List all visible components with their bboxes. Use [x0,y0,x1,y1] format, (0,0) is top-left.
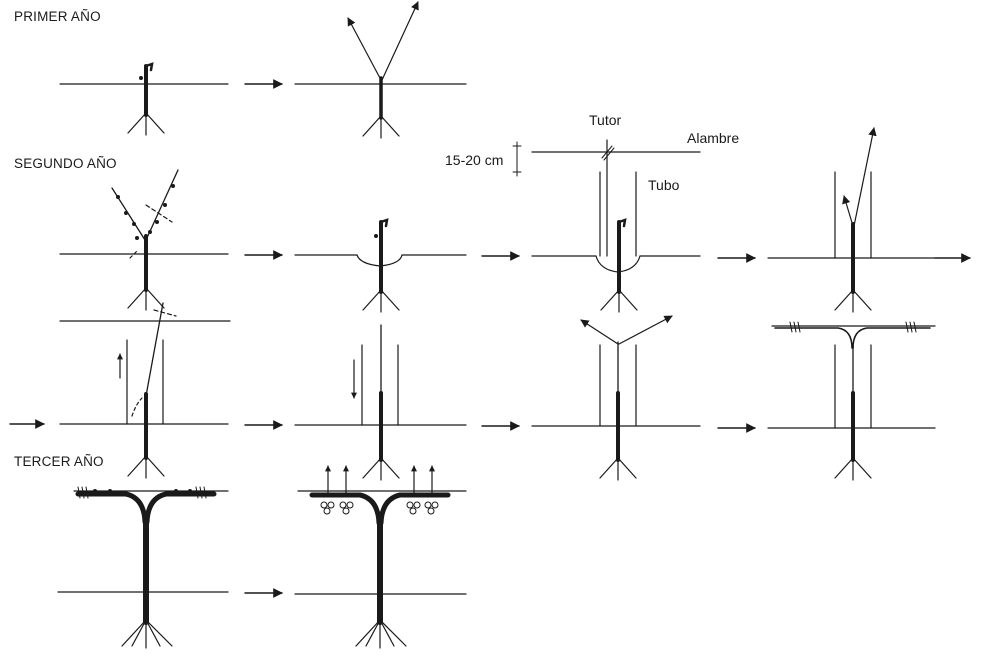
step-3-4 [767,321,936,481]
step-2-2 [294,218,467,313]
grape-cluster-icon [339,501,354,515]
step-3-2 [294,324,467,481]
annotation-distance: 15-20 cm [445,152,504,168]
step-2-4 [767,127,936,313]
grape-cluster-icon [406,501,421,515]
step-1-2 [294,1,467,139]
grape-cluster-icon [424,501,439,515]
section-label-third-year: TERCER AÑO [14,454,104,469]
step-4-2 [294,465,467,649]
annotation-stake: Tutor [589,112,622,128]
step-2-3 [512,139,701,313]
annotation-tube: Tubo [648,177,680,193]
step-4-1 [57,486,229,649]
step-3-1 [59,302,231,479]
step-2-1 [59,169,229,311]
grape-cluster-icon [320,501,335,515]
section-label-second-year: SEGUNDO AÑO [14,156,117,171]
step-1-1 [59,62,229,136]
step-3-3 [531,315,701,481]
section-label-first-year: PRIMER AÑO [14,9,101,24]
annotation-wire: Alambre [687,130,740,146]
